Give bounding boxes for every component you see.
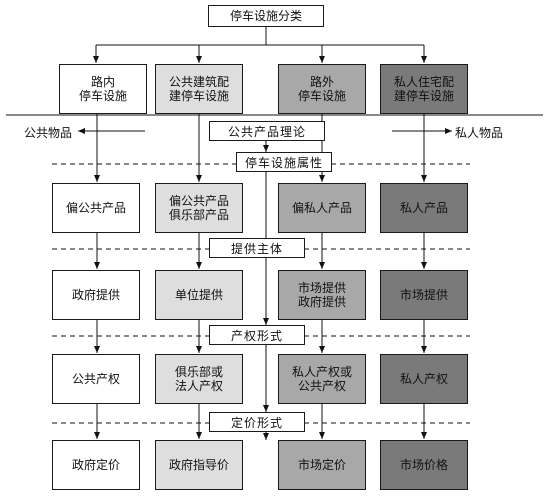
theory-label: 公共产品理论 [209, 121, 325, 141]
category-box-2: 公共建筑配 建停车设施 [155, 64, 243, 114]
category-box-1: 路内 停车设施 [59, 64, 147, 114]
attr-box-1: 偏公共产品 [52, 183, 140, 233]
category-box-4: 私人住宅配 建停车设施 [380, 64, 468, 114]
pricing-box-2: 政府指导价 [155, 440, 243, 490]
property-box-2: 俱乐部或 法人产权 [155, 354, 243, 404]
provider-box-4: 市场提供 [380, 270, 468, 320]
attr-box-3: 偏私人产品 [278, 183, 366, 233]
provider-box-1: 政府提供 [52, 270, 140, 320]
pricing-box-1: 政府定价 [52, 440, 140, 490]
property-box-1: 公共产权 [52, 354, 140, 404]
pricing-box-3: 市场定价 [278, 440, 366, 490]
section-label-property: 产权形式 [209, 325, 305, 345]
section-label-provider: 提供主体 [209, 238, 305, 258]
category-box-3: 路外 停车设施 [278, 64, 366, 114]
attr-box-2: 偏公共产品 俱乐部产品 [155, 183, 243, 233]
section-label-pricing: 定价形式 [209, 412, 305, 432]
axis-right-label: 私人物品 [455, 126, 504, 140]
section-label-attributes: 停车设施属性 [236, 152, 332, 172]
pricing-box-4: 市场价格 [380, 440, 468, 490]
title-box: 停车设施分类 [208, 5, 324, 27]
property-box-3: 私人产权或 公共产权 [278, 354, 366, 404]
axis-left-label: 公共物品 [24, 126, 73, 140]
provider-box-2: 单位提供 [155, 270, 243, 320]
attr-box-4: 私人产品 [380, 183, 468, 233]
property-box-4: 私人产权 [380, 354, 468, 404]
provider-box-3: 市场提供 政府提供 [278, 270, 366, 320]
